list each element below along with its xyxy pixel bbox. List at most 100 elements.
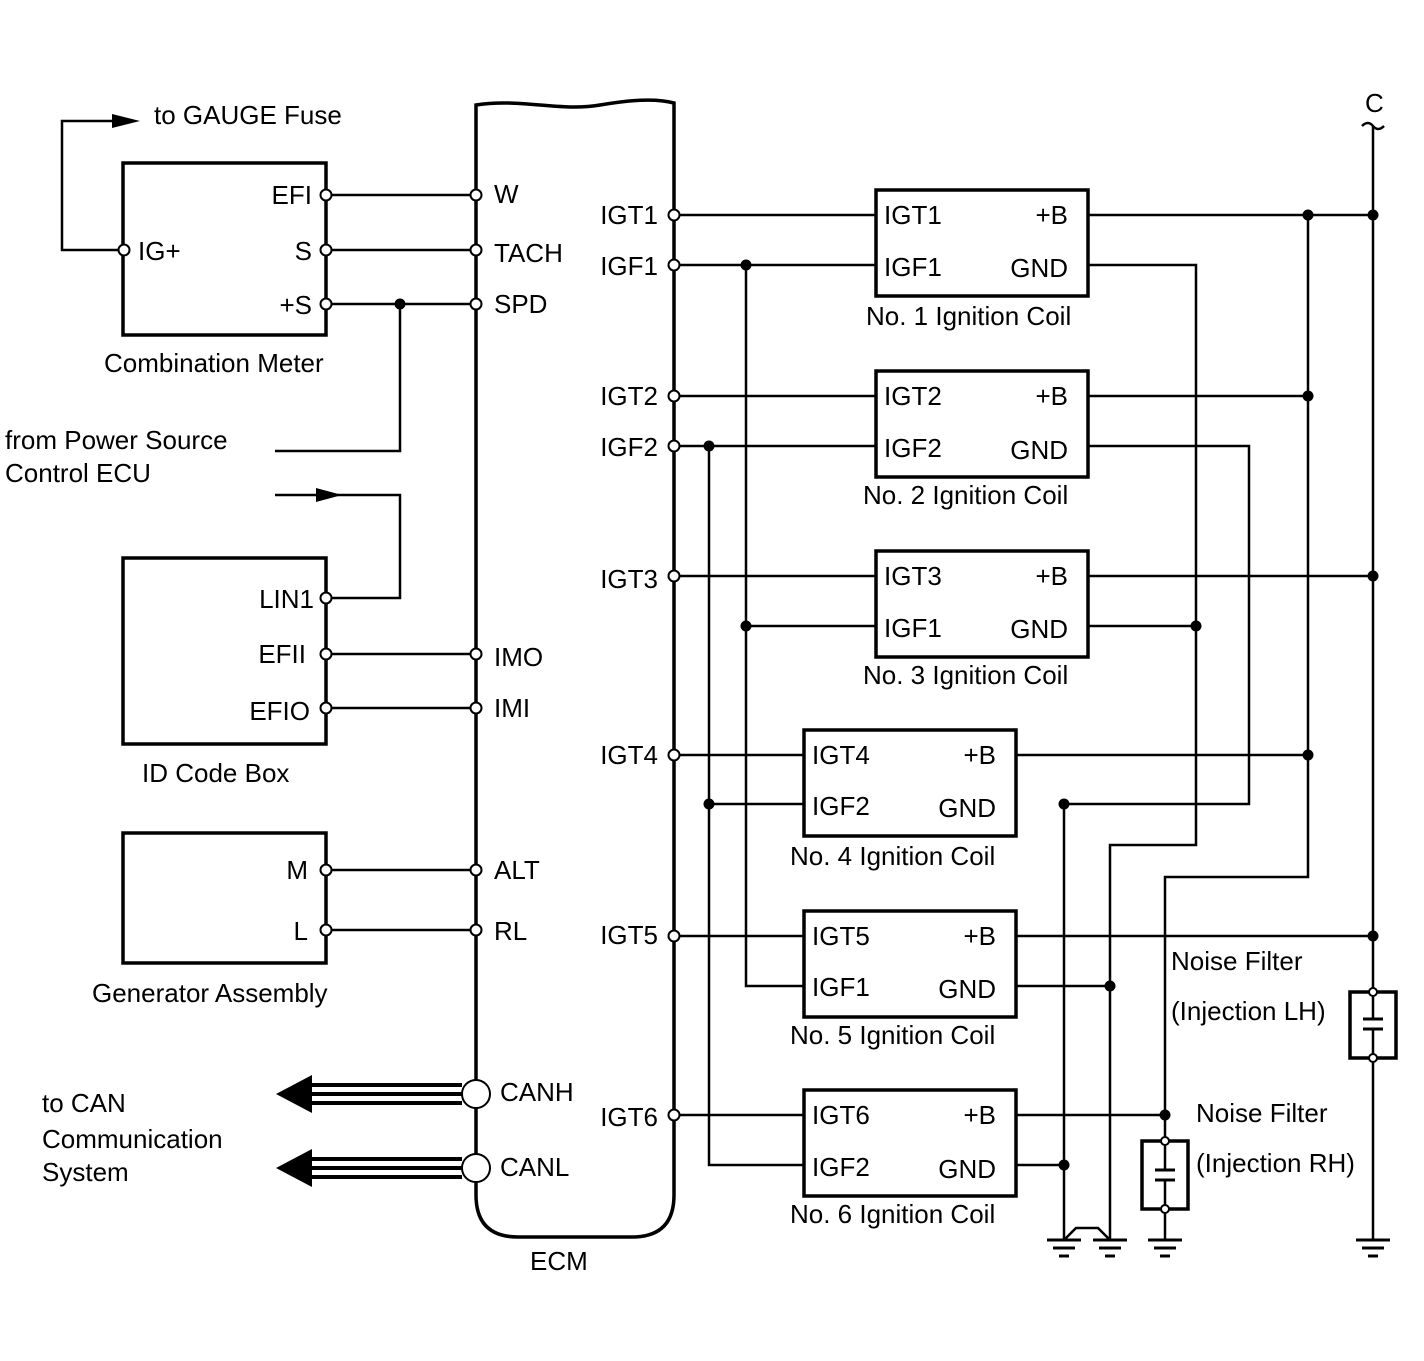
ecm-pin-imo: IMO bbox=[494, 642, 543, 672]
ecm-pin-spd: SPD bbox=[494, 289, 547, 319]
ground-icon bbox=[1047, 1238, 1081, 1258]
pin-l: L bbox=[294, 916, 308, 946]
wire-lin1 bbox=[275, 493, 402, 600]
ground-icon bbox=[1148, 1238, 1182, 1258]
junction-dot bbox=[703, 440, 715, 452]
coil-3-igt: IGT3 bbox=[884, 561, 942, 591]
wire-igf1-bus bbox=[744, 265, 804, 988]
gauge-fuse-wire bbox=[60, 119, 128, 252]
wire-gnd-coil2 bbox=[1062, 444, 1251, 1240]
id-code-box-title: ID Code Box bbox=[142, 758, 289, 788]
noise-lh-label-1: Noise Filter bbox=[1171, 946, 1303, 976]
pin-m: M bbox=[286, 855, 308, 885]
coil-3-gnd: GND bbox=[1010, 614, 1068, 644]
ecm-pin-imi: IMI bbox=[494, 693, 530, 723]
junction-dot bbox=[1058, 1159, 1070, 1171]
junction-dot bbox=[1058, 798, 1070, 810]
generator-title: Generator Assembly bbox=[92, 978, 328, 1008]
ecm-pin-tach: TACH bbox=[494, 238, 563, 268]
junction-dot bbox=[1104, 980, 1116, 992]
junction-dot bbox=[1302, 209, 1314, 221]
coil-1-gnd: GND bbox=[1010, 253, 1068, 283]
junction-dot bbox=[1367, 209, 1379, 221]
c-label: C bbox=[1365, 88, 1384, 118]
pin-s: S bbox=[295, 236, 312, 266]
coil-6-box bbox=[802, 1088, 1018, 1198]
generator-box bbox=[121, 831, 328, 965]
coil-6-title: No. 6 Ignition Coil bbox=[790, 1199, 995, 1229]
ecm-pin-igf1: IGF1 bbox=[600, 251, 658, 281]
coil-2-title: No. 2 Ignition Coil bbox=[863, 480, 1068, 510]
coil-3-igf: IGF1 bbox=[884, 613, 942, 643]
from-power-label-2: Control ECU bbox=[5, 458, 151, 488]
coil-4-igf: IGF2 bbox=[812, 791, 870, 821]
ecm-pin-canl: CANL bbox=[500, 1152, 569, 1182]
wire-from-power-source bbox=[275, 304, 402, 453]
coil-1-box bbox=[874, 188, 1090, 298]
coil-5-b: +B bbox=[963, 921, 996, 951]
junction-dot bbox=[703, 798, 715, 810]
ecm-pin-igt3: IGT3 bbox=[600, 564, 658, 594]
ground-icon bbox=[1356, 1238, 1390, 1258]
wire-igf2-bus bbox=[707, 446, 804, 1167]
junction-dot bbox=[1159, 1109, 1171, 1121]
coil-3-title: No. 3 Ignition Coil bbox=[863, 660, 1068, 690]
canh-bus-arrow bbox=[276, 1075, 462, 1113]
filter-terminal bbox=[1368, 987, 1378, 997]
gauge-arrow-icon bbox=[112, 114, 140, 128]
pin-ig-plus: IG+ bbox=[138, 236, 181, 266]
ecm-pin-w: W bbox=[494, 179, 519, 209]
coil-1-igf: IGF1 bbox=[884, 252, 942, 282]
canh-terminal bbox=[461, 1079, 491, 1109]
coil-4-box bbox=[802, 728, 1018, 838]
to-can-label-2: Communication bbox=[42, 1124, 223, 1154]
junction-dot bbox=[394, 298, 406, 310]
combination-meter-title: Combination Meter bbox=[104, 348, 324, 378]
filter-terminal bbox=[1368, 1053, 1378, 1063]
coil-1-igt: IGT1 bbox=[884, 200, 942, 230]
ecm-pin-igf2: IGF2 bbox=[600, 432, 658, 462]
junction-dot bbox=[1367, 570, 1379, 582]
from-power-label-1: from Power Source bbox=[5, 425, 228, 455]
coil-2-b: +B bbox=[1035, 381, 1068, 411]
ground-crossing bbox=[1063, 1226, 1111, 1241]
coil-5-igf: IGF1 bbox=[812, 972, 870, 1002]
ecm-pin-igt5: IGT5 bbox=[600, 920, 658, 950]
noise-lh-label-2: (Injection LH) bbox=[1171, 996, 1326, 1026]
coil-2-box bbox=[874, 369, 1090, 479]
ecm-pin-igt4: IGT4 bbox=[600, 740, 658, 770]
to-can-label-3: System bbox=[42, 1157, 129, 1187]
coil-3-b: +B bbox=[1035, 561, 1068, 591]
coil-5-title: No. 5 Ignition Coil bbox=[790, 1020, 995, 1050]
pin-efio: EFIO bbox=[249, 696, 310, 726]
junction-dot bbox=[740, 259, 752, 271]
coil-2-igt: IGT2 bbox=[884, 381, 942, 411]
junction-dot bbox=[1302, 749, 1314, 761]
coil-6-gnd: GND bbox=[938, 1154, 996, 1184]
coil-4-title: No. 4 Ignition Coil bbox=[790, 841, 995, 871]
junction-dot bbox=[740, 620, 752, 632]
coil-1-title: No. 1 Ignition Coil bbox=[866, 301, 1071, 331]
ground-icon bbox=[1093, 1238, 1127, 1258]
ecm-outline bbox=[474, 98, 676, 1239]
coil-6-igt: IGT6 bbox=[812, 1100, 870, 1130]
pin-efi: EFI bbox=[272, 180, 312, 210]
to-can-label-1: to CAN bbox=[42, 1088, 126, 1118]
terminals bbox=[117, 188, 681, 1122]
ecm-pin-alt: ALT bbox=[494, 855, 540, 885]
to-gauge-label: to GAUGE Fuse bbox=[154, 100, 342, 130]
noise-rh-label-1: Noise Filter bbox=[1196, 1098, 1328, 1128]
junction-dot bbox=[1367, 930, 1379, 942]
coil-3-box bbox=[874, 549, 1090, 659]
canl-terminal bbox=[461, 1153, 491, 1183]
noise-rh-label-2: (Injection RH) bbox=[1196, 1148, 1355, 1178]
coil-4-b: +B bbox=[963, 740, 996, 770]
coil-5-box bbox=[802, 909, 1018, 1019]
coil-5-gnd: GND bbox=[938, 974, 996, 1004]
pin-lin1: LIN1 bbox=[259, 584, 314, 614]
junction-dot bbox=[1302, 390, 1314, 402]
coil-4-igt: IGT4 bbox=[812, 740, 870, 770]
coil-6-igf: IGF2 bbox=[812, 1152, 870, 1182]
ecm-pin-rl: RL bbox=[494, 916, 527, 946]
